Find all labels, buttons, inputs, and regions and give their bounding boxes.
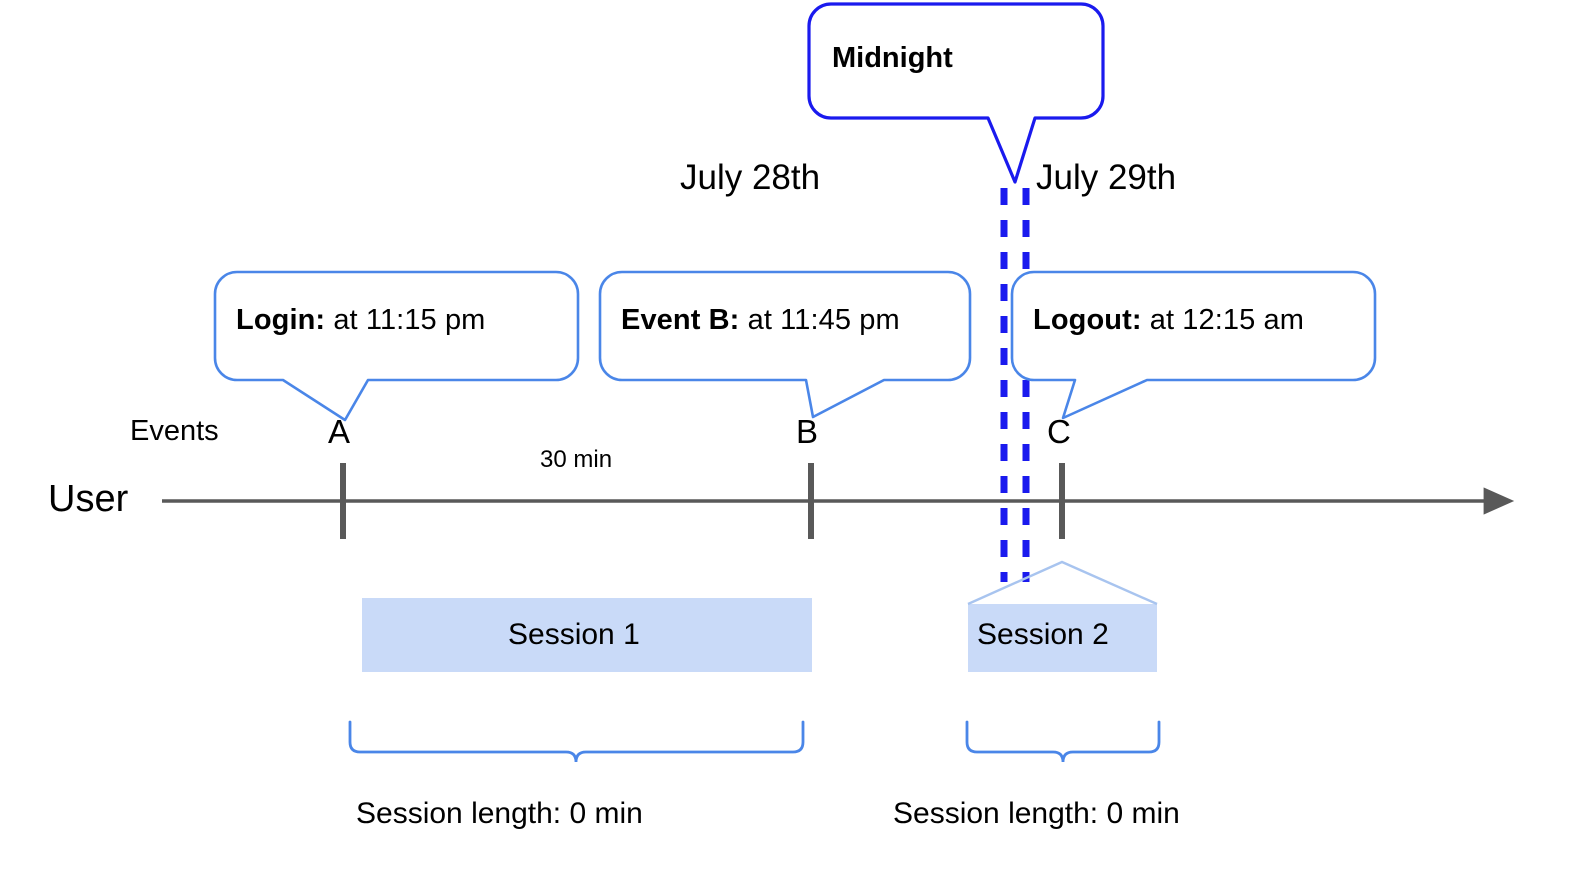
gap-label-30-min: 30 min bbox=[540, 446, 613, 473]
login-callout-shape bbox=[213, 270, 580, 422]
session-1-brace-path bbox=[348, 720, 805, 763]
session-1-rect bbox=[362, 598, 812, 672]
event-b-callout-shape bbox=[598, 270, 972, 419]
midnight-callout-label: Midnight bbox=[832, 42, 953, 74]
date-label-july-29: July 29th bbox=[1036, 158, 1177, 197]
midnight-callout-shape bbox=[807, 2, 1105, 184]
session-1-label: Session 1 bbox=[508, 618, 640, 651]
timeline-axis bbox=[162, 463, 1515, 539]
event-b-callout bbox=[598, 270, 972, 419]
event-b-callout-text: Event B: at 11:45 pm bbox=[621, 306, 900, 335]
midnight-callout bbox=[807, 2, 1105, 184]
login-callout-rest: at 11:15 pm bbox=[325, 304, 486, 336]
session-2-roof bbox=[967, 560, 1158, 606]
logout-callout-bold: Logout: bbox=[1033, 304, 1142, 336]
events-row-label: Events bbox=[130, 415, 219, 447]
session-2-rect bbox=[968, 604, 1157, 672]
login-callout-bold: Login: bbox=[236, 304, 326, 336]
session-1-length-caption: Session length: 0 min bbox=[356, 797, 643, 830]
date-label-july-28: July 28th bbox=[680, 158, 821, 197]
session-2-brace bbox=[965, 720, 1161, 763]
midnight-dashed-lines bbox=[1000, 188, 1030, 582]
session-2-label: Session 2 bbox=[977, 618, 1109, 651]
event-letter-c: C bbox=[1047, 413, 1071, 450]
session-1-brace bbox=[348, 720, 805, 763]
user-row-label: User bbox=[48, 478, 129, 520]
session-2-brace-path bbox=[965, 720, 1161, 763]
logout-callout-text: Logout: at 12:15 am bbox=[1033, 306, 1304, 335]
session-1-bar bbox=[362, 598, 812, 672]
event-letter-a: A bbox=[328, 413, 351, 450]
login-callout bbox=[213, 270, 580, 422]
event-letter-b: B bbox=[796, 413, 819, 450]
session-2-bar bbox=[967, 560, 1158, 672]
logout-callout-rest: at 12:15 am bbox=[1141, 304, 1305, 336]
session-2-length-caption: Session length: 0 min bbox=[893, 797, 1180, 830]
event-b-callout-bold: Event B: bbox=[621, 304, 740, 336]
logout-callout bbox=[1010, 270, 1377, 420]
login-callout-text: Login: at 11:15 pm bbox=[236, 306, 485, 335]
logout-callout-shape bbox=[1010, 270, 1377, 420]
event-b-callout-rest: at 11:45 pm bbox=[739, 304, 900, 336]
